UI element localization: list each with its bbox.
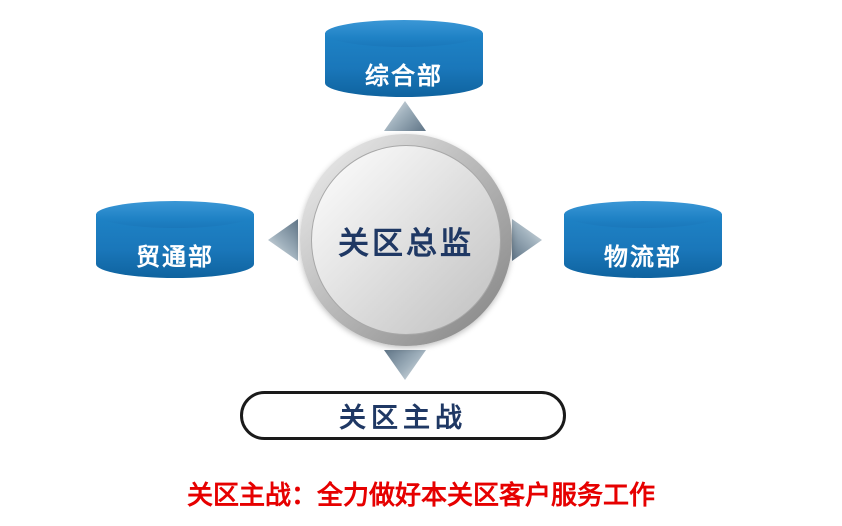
center-hub-label: 关区总监 (338, 225, 474, 261)
cylinder-top-ellipse (96, 201, 254, 228)
arrow-down-icon (384, 350, 426, 380)
cylinder-top-ellipse (325, 20, 483, 47)
node-label-right: 物流部 (604, 244, 682, 271)
caption-text: 关区主战：全力做好本关区客户服务工作 (186, 480, 655, 510)
node-cylinder-left: 贸通部 (96, 201, 254, 279)
center-hub-circle: 关区总监 (300, 134, 512, 346)
arrow-right-icon (512, 219, 542, 261)
arrow-left-icon (268, 219, 298, 261)
node-label-left: 贸通部 (136, 244, 214, 271)
cylinder-top-ellipse (564, 201, 722, 228)
bottom-pill-label: 关区主战 (339, 403, 467, 433)
arrow-up-icon (384, 101, 426, 131)
bottom-pill: 关区主战 (240, 391, 566, 440)
node-label-top: 综合部 (365, 63, 443, 90)
node-cylinder-right: 物流部 (564, 201, 722, 279)
node-cylinder-top: 综合部 (325, 20, 483, 98)
center-hub-face: 关区总监 (311, 145, 501, 335)
